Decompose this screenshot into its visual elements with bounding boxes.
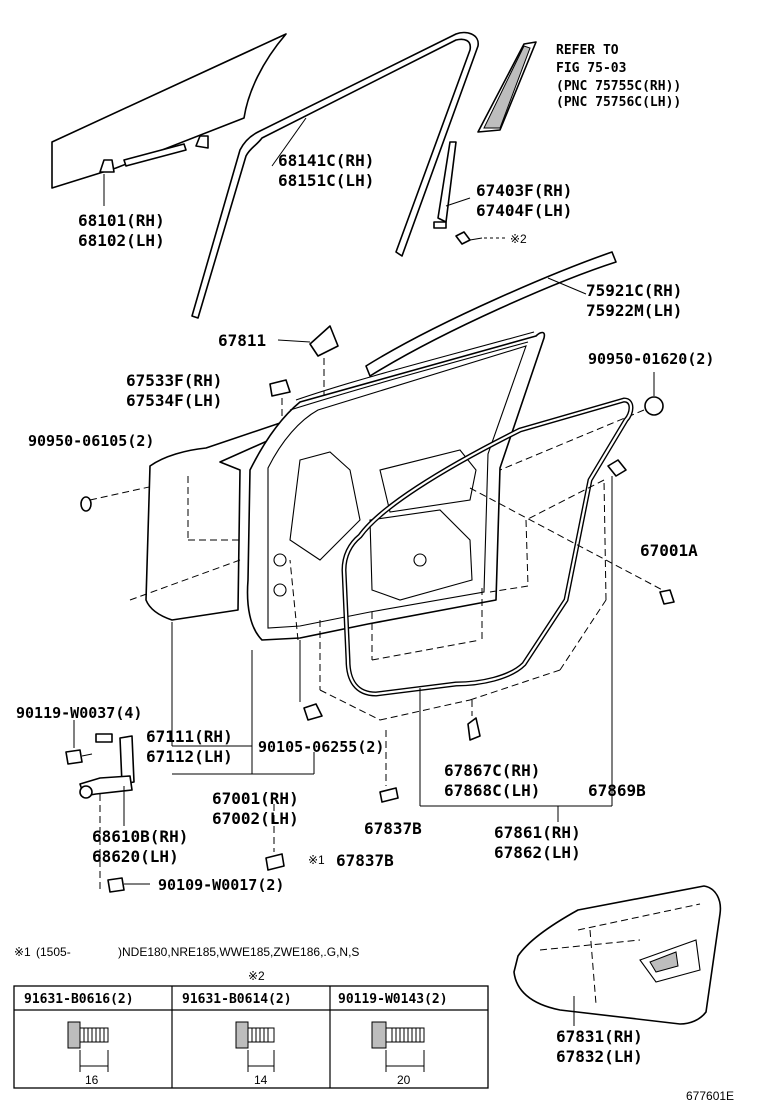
callout-bolt-left: 90119-W0037(4) xyxy=(16,704,142,722)
callout-weatherstrip-clip: 67001A xyxy=(640,541,698,560)
callout-cover-lh: 67832(LH) xyxy=(556,1047,643,1066)
division-garnish xyxy=(433,141,457,229)
refer-note-line-3: (PNC 75755C(RH)) xyxy=(556,79,681,94)
outer-door-panel xyxy=(129,397,355,621)
table-col-3-length: 20 xyxy=(397,1073,411,1087)
bolt-20-icon xyxy=(371,1021,425,1072)
callout-clip-weather-rh: 67867C(RH) xyxy=(444,761,540,780)
leader-lines xyxy=(103,117,613,1026)
footnote-date-code: (1505- xyxy=(36,945,71,959)
plug-icon xyxy=(80,477,191,512)
callout-belt-molding-rh: 75921C(RH) xyxy=(586,281,682,300)
door-glass xyxy=(51,33,287,189)
footnote: ※1 (1505- )NDE180,NRE185,WWE185,ZWE186,.… xyxy=(14,945,359,959)
screw-ref-marker: ※2 xyxy=(510,232,527,246)
door-weatherstrip xyxy=(319,397,671,721)
hinge-icon xyxy=(79,733,135,890)
nut-icon xyxy=(499,372,664,477)
bolt-14-icon xyxy=(235,1021,275,1072)
callout-plug-left: 90950-06105(2) xyxy=(28,432,154,450)
callout-glass-rh: 68101(RH) xyxy=(78,211,165,230)
bolt-16-icon xyxy=(67,1021,109,1072)
refer-note-line-1: REFER TO xyxy=(556,43,619,58)
hinge-bolt-icon xyxy=(107,877,150,893)
callout-pad-b: 67837B xyxy=(364,819,422,838)
clip-icon xyxy=(659,589,675,605)
callout-tape: 67811 xyxy=(218,331,266,350)
callout-hinge-rh: 68610B(RH) xyxy=(92,827,188,846)
rear-garnish xyxy=(477,41,537,133)
callout-weatherstrip-lh: 67862(LH) xyxy=(494,843,581,862)
pad-icon xyxy=(269,379,291,470)
screw-icon xyxy=(455,231,508,245)
callout-weatherstrip-b: 67869B xyxy=(588,781,646,800)
clip-weather-icon xyxy=(467,700,481,741)
tape-icon xyxy=(277,325,339,420)
callout-run-channel-rh: 68141C(RH) xyxy=(278,151,374,170)
callout-clip-weather-lh: 67868C(LH) xyxy=(444,781,540,800)
callout-labels: REFER TO FIG 75-03 (PNC 75755C(RH)) (PNC… xyxy=(16,43,734,1103)
table-col-2-part: 91631-B0614(2) xyxy=(182,992,292,1007)
callout-glass-lh: 68102(LH) xyxy=(78,231,165,250)
callout-nut-top: 90950-01620(2) xyxy=(588,350,714,368)
refer-note-line-2: FIG 75-03 xyxy=(556,61,626,76)
table-col-1-part: 91631-B0616(2) xyxy=(24,992,134,1007)
callout-garnish-lh: 67404F(LH) xyxy=(476,201,572,220)
callout-pad-b-2: 67837B xyxy=(336,851,394,870)
service-hole-cover xyxy=(513,885,722,1025)
callout-outer-panel-lh: 67112(LH) xyxy=(146,747,233,766)
callout-door-assy-lh: 67002(LH) xyxy=(212,809,299,828)
bolt-mid-icon xyxy=(289,559,323,721)
callout-outer-panel-rh: 67111(RH) xyxy=(146,727,233,746)
callout-bolt-mid: 90105-06255(2) xyxy=(258,738,384,756)
callout-weatherstrip-rh: 67861(RH) xyxy=(494,823,581,842)
callout-pad-lh: 67534F(LH) xyxy=(126,391,222,410)
door-frame xyxy=(246,331,546,641)
belt-molding xyxy=(365,251,617,377)
fastener-table: ※2 91631-B0616(2) 91631-B0614(2) 90119-W… xyxy=(13,969,489,1089)
callout-pad-b-ref: ※1 xyxy=(308,853,325,867)
footnote-marker: ※1 xyxy=(14,945,31,959)
glass-run-channel xyxy=(191,31,479,319)
callout-run-channel-lh: 68151C(LH) xyxy=(278,171,374,190)
callout-hinge-bolt: 90109-W0017(2) xyxy=(158,876,284,894)
refer-note-line-4: (PNC 75756C(LH)) xyxy=(556,95,681,110)
bolt-icon xyxy=(65,720,93,765)
pad-b-icon xyxy=(265,730,399,871)
callout-garnish-rh: 67403F(RH) xyxy=(476,181,572,200)
callout-pad-rh: 67533F(RH) xyxy=(126,371,222,390)
table-col-3-part: 90119-W0143(2) xyxy=(338,992,448,1007)
callout-door-assy-rh: 67001(RH) xyxy=(212,789,299,808)
callout-cover-rh: 67831(RH) xyxy=(556,1027,643,1046)
callout-hinge-lh: 68620(LH) xyxy=(92,847,179,866)
footnote-models: )NDE180,NRE185,WWE185,ZWE186,.G,N,S xyxy=(118,945,359,959)
figure-id: 677601E xyxy=(686,1089,734,1103)
table-col-2-length: 14 xyxy=(254,1073,268,1087)
table-col-1-length: 16 xyxy=(85,1073,99,1087)
table-marker: ※2 xyxy=(248,969,265,983)
callout-belt-molding-lh: 75922M(LH) xyxy=(586,301,682,320)
